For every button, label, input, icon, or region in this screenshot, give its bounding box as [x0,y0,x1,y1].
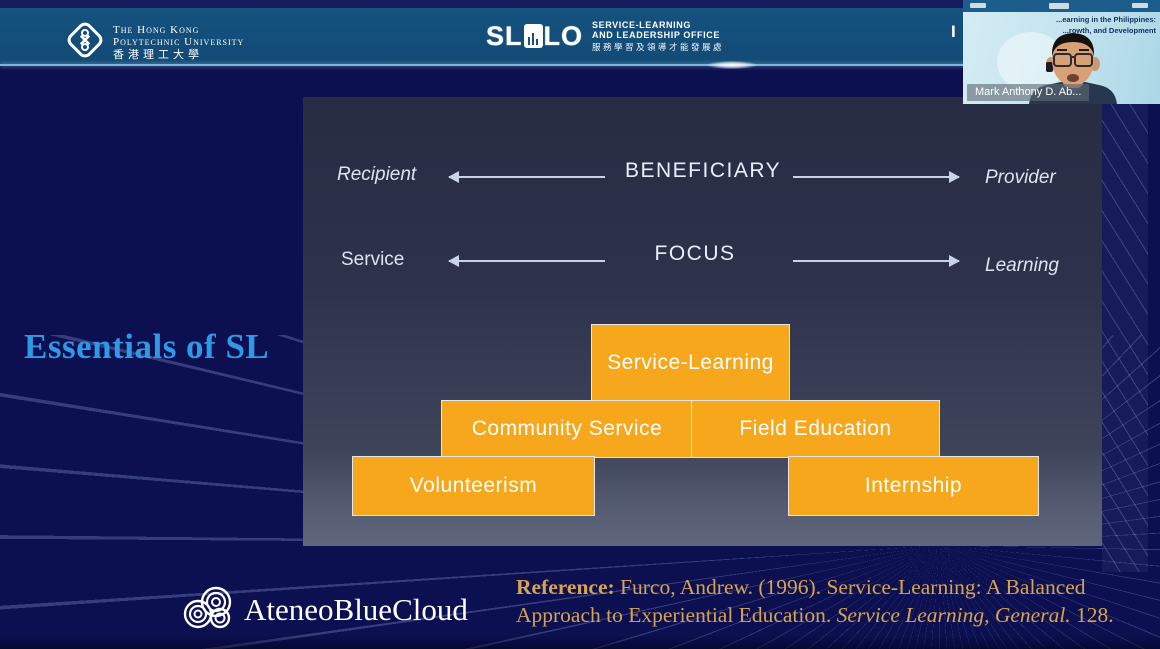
mini-logo-icon [1049,3,1069,9]
mini-slide-header [963,0,1160,12]
sllo-name-line1: SERVICE-LEARNING [592,20,691,30]
shared-slide-panel: Recipient BENEFICIARY Provider Service F… [303,97,1102,546]
box-service-learning: Service-Learning [591,324,790,402]
webcam-video-tile[interactable]: ...earning in the Philippines: ...rowth,… [963,0,1160,104]
polyu-name-chinese: 香港理工大學 [113,49,203,61]
top-strip [0,0,1160,8]
building-icon [523,24,543,48]
participant-name-badge: Mark Anthony D. Ab... [967,84,1090,101]
arrow-left-icon [448,171,605,183]
ateneo-blue-cloud-label: AteneoBlueCloud [244,591,468,627]
polyu-name-line1: The Hong Kong [113,24,200,36]
mini-logo-icon [970,3,986,8]
reference-citation: Reference: Furco, Andrew. (1996). Servic… [516,573,1160,629]
ateneo-blue-cloud-logo: AteneoBlueCloud [176,578,468,641]
diagonal-hatch-strip [1102,104,1148,572]
sllo-name-chinese: 服務學習及領導才能發展處 [592,42,725,52]
label-recipient: Recipient [337,164,417,185]
box-internship: Internship [788,456,1039,516]
box-volunteerism: Volunteerism [352,456,595,516]
reference-label: Reference: [516,575,615,599]
label-service: Service [341,249,405,270]
box-community-service: Community Service [441,400,693,458]
polyu-knot-icon [66,21,104,64]
reference-line2-italic: Service Learning, General. [836,603,1071,627]
mini-slide-caption-line1: ...earning in the Philippines: [1055,15,1156,24]
sllo-name-line2: AND LEADERSHIP OFFICE [592,30,720,40]
arrow-right-icon [793,255,960,267]
label-beneficiary: BENEFICIARY [625,159,782,182]
arrow-left-icon [448,255,605,267]
header-separator [0,64,1160,66]
box-field-education: Field Education [691,400,940,458]
clipped-logo-fragment: I [951,22,956,41]
reference-line2-pre: Approach to Experiential Education. [516,603,837,627]
mini-slide-caption-line2: ...rowth, and Development [1062,25,1156,35]
polyu-logo: The Hong Kong Polytechnic University 香港理… [66,21,244,64]
label-provider: Provider [985,167,1056,188]
separator-glow [707,61,757,69]
label-learning: Learning [985,255,1059,276]
cloud-swirl-icon [176,578,242,641]
reference-line2-post: 128. [1070,603,1114,627]
mini-slide-caption: ...earning in the Philippines: ...rowth,… [1056,15,1156,36]
reference-line1: Furco, Andrew. (1996). Service-Learning:… [614,575,1086,599]
bottom-shadow [0,635,1160,649]
arrow-right-icon [793,171,960,183]
page-title: Essentials of SL [24,327,270,366]
label-focus: FOCUS [654,242,736,265]
polyu-name-line2: Polytechnic University [113,36,245,48]
mini-logo-icon [1132,3,1148,8]
